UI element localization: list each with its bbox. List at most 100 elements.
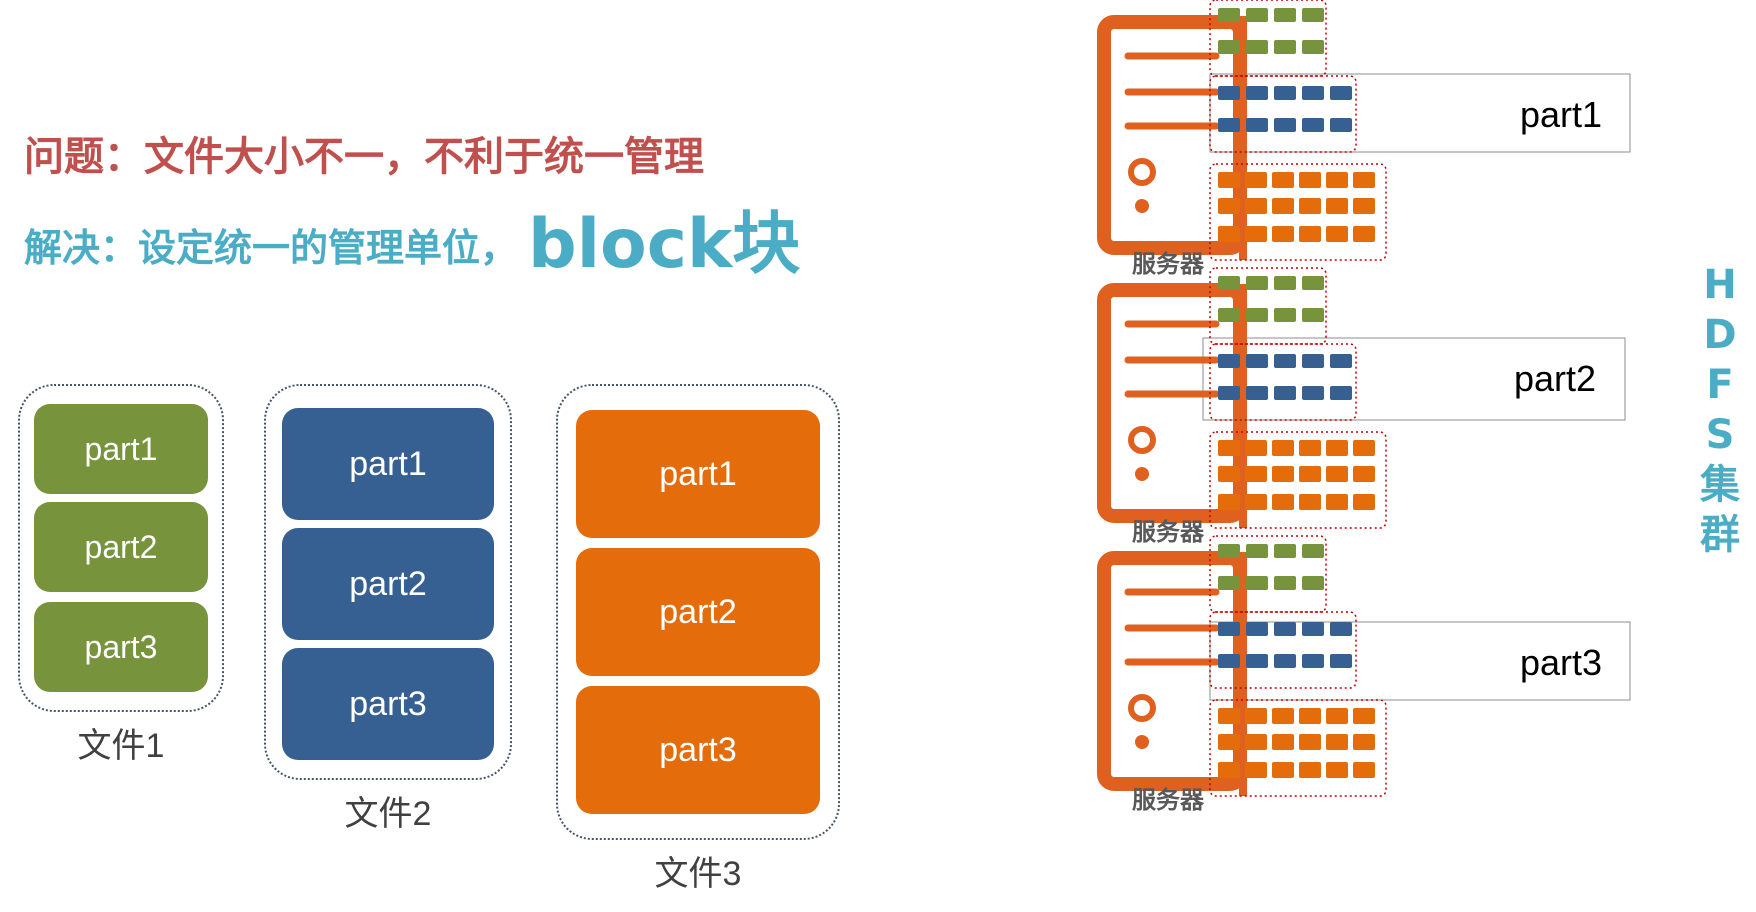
server-2-blue-block bbox=[1330, 386, 1352, 400]
server-3-orange-block bbox=[1218, 734, 1240, 750]
server-3-green-block bbox=[1218, 544, 1240, 558]
problem-statement: 问题：文件大小不一，不利于统一管理 bbox=[24, 134, 704, 180]
server-1-orange-block bbox=[1218, 226, 1240, 242]
server-1-blue-block bbox=[1302, 86, 1324, 100]
server-3-orange-block bbox=[1326, 708, 1348, 724]
server-1-blue-block bbox=[1246, 118, 1268, 132]
server-1-blue-block bbox=[1218, 118, 1240, 132]
server-1-green-block bbox=[1274, 8, 1296, 22]
server-1-led-icon bbox=[1135, 199, 1149, 213]
server-1-orange-block bbox=[1299, 172, 1321, 188]
file-1-block-1: part1 bbox=[34, 404, 208, 494]
server-1-orange-block bbox=[1218, 172, 1240, 188]
server-1-green-block bbox=[1302, 8, 1324, 22]
server-2-blue-block bbox=[1246, 354, 1268, 368]
server-2-orange-block bbox=[1299, 466, 1321, 482]
solution-emphasis: block块 bbox=[528, 205, 801, 284]
server-3-blue-block bbox=[1218, 654, 1240, 668]
server-3-blue-group bbox=[1209, 611, 1357, 689]
server-1-blue-block bbox=[1274, 86, 1296, 100]
server-2-orange-block bbox=[1218, 466, 1240, 482]
server-2-orange-block bbox=[1272, 440, 1294, 456]
server-3-orange-block bbox=[1272, 708, 1294, 724]
server-2-blue-block bbox=[1274, 354, 1296, 368]
server-3-blue-block bbox=[1246, 622, 1268, 636]
file-1-block-2: part2 bbox=[34, 502, 208, 592]
server-1-orange-block bbox=[1353, 226, 1375, 242]
server-2-part-box bbox=[1202, 337, 1626, 421]
server-1-green-block bbox=[1218, 40, 1240, 54]
server-3-blue-block bbox=[1274, 654, 1296, 668]
file-3-block-1: part1 bbox=[576, 410, 820, 538]
server-1-orange-block bbox=[1326, 198, 1348, 214]
hdfs-char-3: F bbox=[1706, 362, 1734, 408]
server-3-green-block bbox=[1246, 544, 1268, 558]
server-2-orange-block bbox=[1272, 494, 1294, 510]
server-2-green-block bbox=[1274, 308, 1296, 322]
server-2-orange-block bbox=[1299, 494, 1321, 510]
file-1-block-3: part3 bbox=[34, 602, 208, 692]
server-2-led-icon bbox=[1135, 467, 1149, 481]
server-2-blue-block bbox=[1218, 354, 1240, 368]
server-1-orange-block bbox=[1326, 226, 1348, 242]
server-3-blue-block bbox=[1246, 654, 1268, 668]
hdfs-char-2: D bbox=[1703, 312, 1737, 358]
server-3-blue-block bbox=[1302, 654, 1324, 668]
server-3-orange-block bbox=[1272, 762, 1294, 778]
hdfs-char-6: 群 bbox=[1700, 512, 1740, 558]
server-1-orange-block bbox=[1326, 172, 1348, 188]
server-3-orange-block bbox=[1245, 734, 1267, 750]
server-1-green-block bbox=[1274, 40, 1296, 54]
server-1-blue-block bbox=[1274, 118, 1296, 132]
server-1-blue-block bbox=[1246, 86, 1268, 100]
server-2-orange-block bbox=[1326, 494, 1348, 510]
server-3-green-group bbox=[1209, 535, 1327, 613]
server-1-orange-block bbox=[1272, 172, 1294, 188]
server-2-blue-block bbox=[1302, 386, 1324, 400]
server-3-blue-block bbox=[1330, 622, 1352, 636]
server-2-orange-block bbox=[1326, 466, 1348, 482]
server-1-blue-group bbox=[1209, 75, 1357, 153]
server-2-orange-block bbox=[1218, 440, 1240, 456]
server-3-orange-group bbox=[1209, 699, 1387, 797]
server-2-power-icon bbox=[1128, 426, 1156, 454]
file-3-block-3: part3 bbox=[576, 686, 820, 814]
server-3-orange-block bbox=[1326, 734, 1348, 750]
server-1-orange-block bbox=[1272, 226, 1294, 242]
file-2-label: 文件2 bbox=[344, 795, 432, 833]
server-3-blue-block bbox=[1330, 654, 1352, 668]
server-2-label: 服务器 bbox=[1132, 518, 1204, 546]
file-3-group: part1 part2 part3 bbox=[556, 384, 840, 840]
file-2-block-1: part1 bbox=[282, 408, 494, 520]
server-1-green-block bbox=[1302, 40, 1324, 54]
server-1-orange-block bbox=[1218, 198, 1240, 214]
server-2-orange-block bbox=[1245, 494, 1267, 510]
server-3-orange-block bbox=[1245, 762, 1267, 778]
server-3-orange-block bbox=[1299, 708, 1321, 724]
hdfs-char-4: S bbox=[1705, 412, 1735, 458]
server-3-green-block bbox=[1218, 576, 1240, 590]
server-1-green-block bbox=[1246, 8, 1268, 22]
server-3-green-block bbox=[1274, 544, 1296, 558]
server-1-part-box bbox=[1209, 73, 1631, 153]
server-3-label: 服务器 bbox=[1132, 786, 1204, 814]
server-1-orange-block bbox=[1353, 198, 1375, 214]
server-1-label: 服务器 bbox=[1132, 250, 1204, 278]
server-2-orange-block bbox=[1245, 466, 1267, 482]
server-3-led-icon bbox=[1135, 735, 1149, 749]
server-3-green-block bbox=[1246, 576, 1268, 590]
server-2-blue-block bbox=[1218, 386, 1240, 400]
server-3-orange-block bbox=[1353, 708, 1375, 724]
server-2-orange-block bbox=[1353, 440, 1375, 456]
server-3-orange-block bbox=[1299, 734, 1321, 750]
server-1-blue-block bbox=[1330, 118, 1352, 132]
file-1-label: 文件1 bbox=[77, 727, 165, 765]
server-3-blue-block bbox=[1302, 622, 1324, 636]
file-3-label: 文件3 bbox=[654, 855, 742, 893]
server-3-blue-block bbox=[1218, 622, 1240, 636]
server-3-orange-block bbox=[1353, 734, 1375, 750]
server-3-orange-block bbox=[1218, 762, 1240, 778]
server-3-orange-block bbox=[1326, 762, 1348, 778]
server-1-orange-block bbox=[1272, 198, 1294, 214]
server-3-orange-block bbox=[1218, 708, 1240, 724]
